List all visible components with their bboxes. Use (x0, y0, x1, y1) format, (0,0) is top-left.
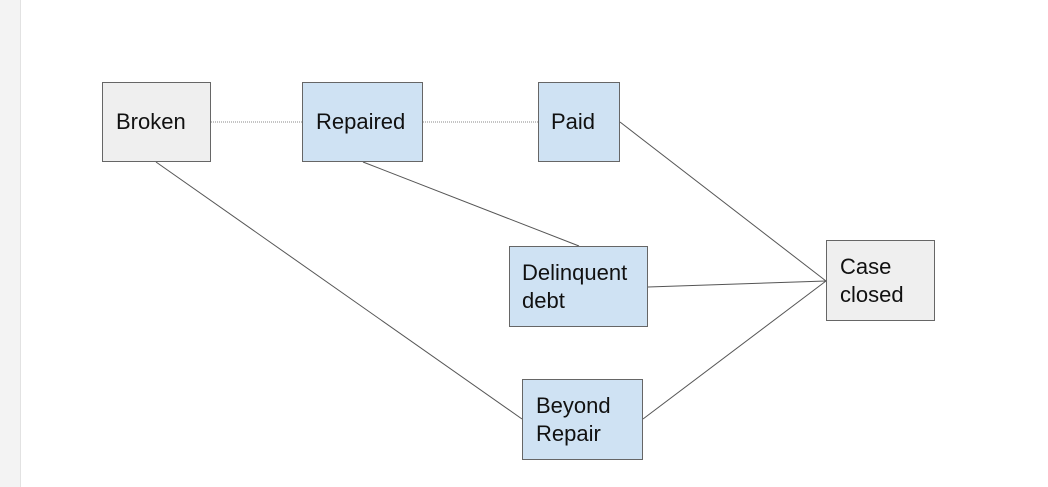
node-paid-label: Paid (551, 109, 596, 134)
edge-delinquent-debt-case-closed (647, 280, 827, 288)
node-delinquent-debt-label: Delinquent debt (522, 259, 628, 313)
edge-broken-beyond-repair (155, 161, 523, 420)
left-margin-strip (0, 0, 21, 487)
node-beyond-repair-label: Beyond Repair (536, 392, 611, 446)
node-case-closed-label: Case closed (840, 253, 904, 307)
edge-paid-case-closed (619, 121, 827, 282)
node-beyond-repair[interactable]: Beyond Repair (522, 379, 643, 460)
node-broken-label: Broken (116, 109, 186, 134)
node-repaired[interactable]: Repaired (302, 82, 423, 162)
edge-repaired-delinquent-debt (362, 161, 580, 247)
node-delinquent-debt[interactable]: Delinquent debt (509, 246, 648, 327)
edge-beyond-repair-case-closed (642, 280, 827, 420)
node-broken[interactable]: Broken (102, 82, 211, 162)
node-case-closed[interactable]: Case closed (826, 240, 935, 321)
node-repaired-label: Repaired (316, 109, 406, 134)
node-paid[interactable]: Paid (538, 82, 620, 162)
